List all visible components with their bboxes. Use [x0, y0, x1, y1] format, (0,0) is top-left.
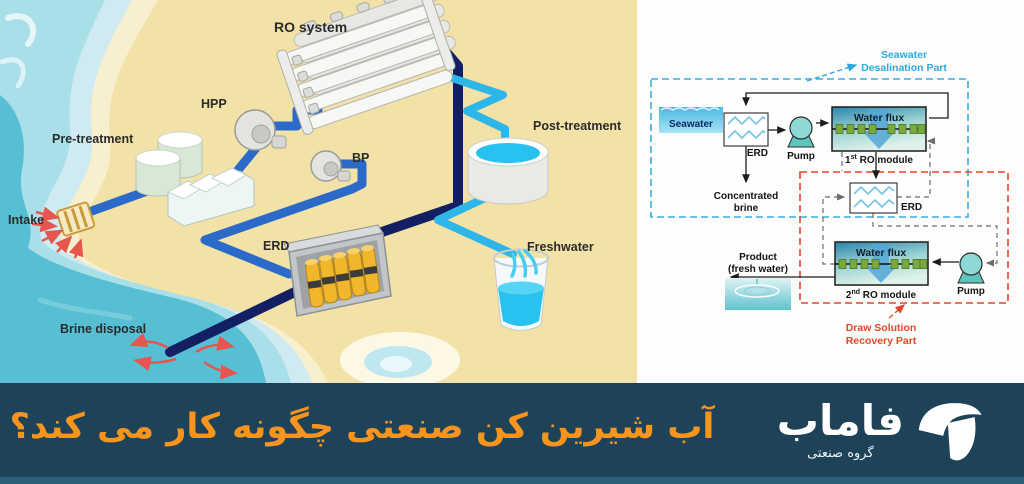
draw-solution-lines: [822, 137, 998, 267]
famab-logo: فاماب گروه صنعتی: [777, 383, 984, 477]
hpp-pump: [234, 109, 287, 151]
pipe-brine-outfall: [165, 285, 304, 357]
process-schematic-svg: Seawater ERD Pump Water flux: [650, 49, 1009, 347]
plant-illustration: RO system HPP Pre-treatment Intake BP Po…: [0, 0, 637, 388]
title-banner: آب شیرین کن صنعتی چگونه کار می کند؟ فاما…: [0, 383, 1024, 477]
bp-pump: [310, 150, 351, 182]
ro-module-2: Water flux 2nd RO module: [834, 241, 929, 301]
pipe-to-erd: [200, 184, 357, 279]
freshwater-glass: [493, 248, 549, 331]
seawater-part-boundary: [650, 78, 969, 218]
part1-label-line2: Desalination Part: [861, 62, 947, 74]
label-brine-disposal: Brine disposal: [60, 322, 146, 336]
part2-label-line1: Draw Solution: [846, 322, 917, 334]
label-pre-treatment: Pre-treatment: [52, 132, 134, 146]
pipe-bp-down: [336, 159, 367, 194]
pipe-to-glass: [434, 188, 517, 258]
label-bp: BP: [352, 151, 369, 165]
ro-module-1: Water flux 1st RO module: [831, 106, 927, 166]
pump2-label: Pump: [957, 286, 985, 297]
concentrated-brine-line1: Concentrated: [714, 191, 778, 202]
erd-unit: [283, 224, 392, 317]
part2-pointer: [888, 304, 906, 319]
part2-label-line2: Recovery Part: [846, 335, 917, 347]
ro-rack: [276, 0, 456, 135]
membrane-1: [835, 124, 926, 134]
pump1: Pump: [787, 116, 815, 162]
intake-arrows: [31, 206, 84, 259]
erd2-label: ERD: [901, 202, 922, 213]
ro2-label: 2nd RO module: [846, 289, 917, 301]
erd2-box: ERD: [849, 182, 922, 214]
label-hpp: HPP: [201, 97, 227, 111]
famab-logo-words: فاماب گروه صنعتی: [776, 395, 904, 461]
part1-pointer: [806, 63, 858, 82]
pump1-label: Pump: [787, 151, 815, 162]
product-water-image: [725, 278, 791, 310]
pipe-permeate: [445, 73, 509, 152]
famab-logo-text: فاماب: [776, 395, 904, 445]
water-flux-label-1: Water flux: [854, 112, 905, 124]
water-flux-label-2: Water flux: [856, 247, 907, 259]
famab-logo-icon: [918, 403, 982, 461]
recovery-part-boundary: [799, 171, 1009, 304]
erd-cylinders: [304, 245, 380, 308]
seawater-block: Seawater: [659, 107, 723, 133]
erd1-box: ERD: [723, 112, 769, 159]
ro1-label: 1st RO module: [845, 154, 913, 166]
product-line2: (fresh water): [728, 264, 788, 275]
intake-structure: [31, 201, 96, 259]
seawater-label: Seawater: [669, 119, 713, 130]
membrane-2: [838, 259, 928, 269]
pretreatment-plant: [135, 131, 255, 227]
label-post-treatment: Post-treatment: [533, 119, 622, 133]
posttreatment-tank: [467, 137, 549, 205]
water-spray: [510, 249, 538, 278]
part1-label-line1: Seawater: [881, 49, 927, 61]
process-schematic: Seawater ERD Pump Water flux: [637, 0, 1024, 383]
brine-arrows: [129, 332, 238, 380]
label-intake: Intake: [8, 213, 44, 227]
famab-logo-subtitle: گروه صنعتی: [807, 445, 874, 461]
pump2: Pump: [957, 252, 985, 297]
sea: [0, 0, 460, 388]
label-erd: ERD: [263, 239, 289, 253]
erd1-label: ERD: [747, 148, 768, 159]
bottom-strip: [0, 477, 1024, 484]
plant-illustration-svg: RO system HPP Pre-treatment Intake BP Po…: [0, 0, 637, 388]
concentrated-brine-line2: brine: [734, 203, 759, 214]
label-freshwater: Freshwater: [527, 240, 594, 254]
banner-title: آب شیرین کن صنعتی چگونه کار می کند؟: [9, 407, 715, 447]
product-line1: Product: [739, 252, 777, 263]
label-ro-system: RO system: [274, 19, 347, 35]
